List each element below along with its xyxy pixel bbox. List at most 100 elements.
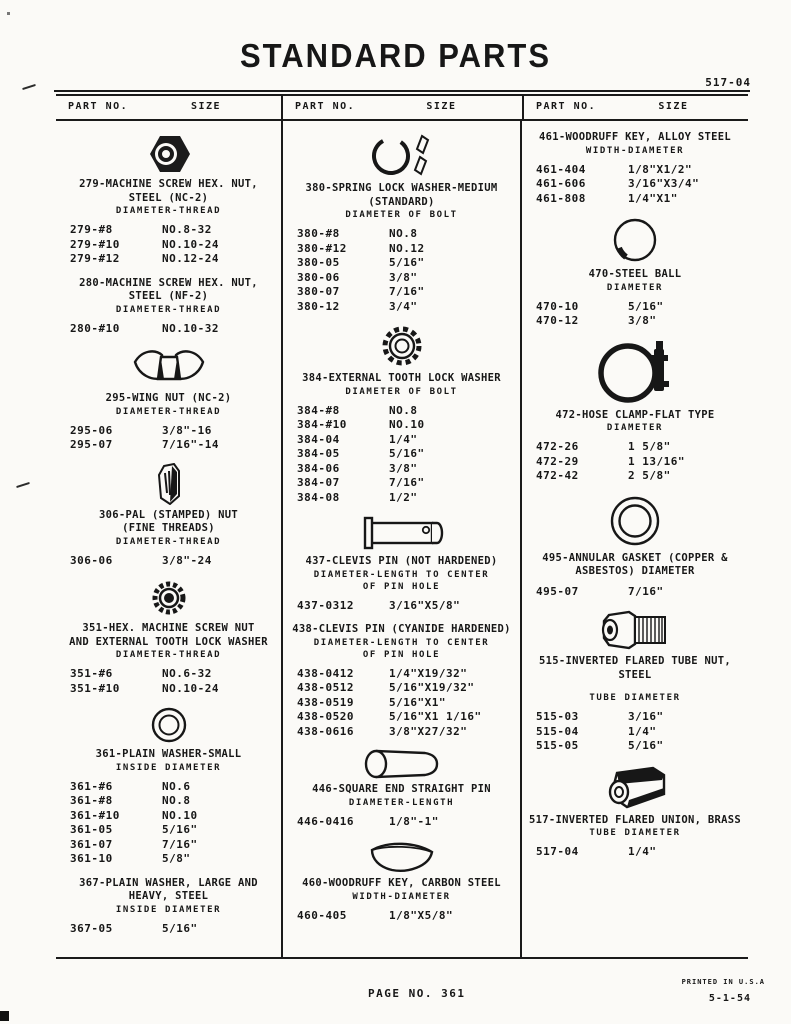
part-number: 280-#10 [70,321,120,335]
part-number: 384-07 [297,476,340,489]
part-number: 438-0616 [297,724,354,738]
group-title: 460-WOODRUFF KEY, CARBON STEEL [302,877,501,889]
part-size: 1/4" [628,845,657,858]
part-no-header: PART NO. [68,101,129,112]
group-title: AND EXTERNAL TOOTH LOCK WASHER [69,635,268,648]
part-size: 5/16"X1" [389,695,446,709]
group-title: 446-SQUARE END STRAIGHT PIN [312,783,491,795]
part-size: 1/8"X1/2" [628,162,693,176]
part-size: 3/8"-16 [162,423,212,437]
part-size: 1/8"-1" [389,814,439,828]
part-group: 437-CLEVIS PIN (NOT HARDENED)DIAMETER-LE… [283,515,520,613]
part-size: 5/16" [162,823,198,836]
part-size: 1/4"X19/32" [389,666,468,680]
table-header-row: PART NO. SIZE PART NO. SIZE PART NO. SIZ… [56,96,748,121]
part-number: 437-0312 [297,598,354,612]
scan-artifact [7,12,10,15]
flared-union-icon [522,764,748,810]
group-subtitle: DIAMETER-THREAD [115,406,222,417]
parts-column-2: 380-SPRING LOCK WASHER-MEDIUM(STANDARD)D… [281,121,520,957]
part-number: 515-03 [536,710,579,723]
group-title: 515-INVERTED FLARED TUBE NUT, [538,655,732,667]
column-header: PART NO. SIZE [56,96,281,119]
part-number: 384-06 [297,461,340,475]
group-title: 495-ANNULAR GASKET (COPPER & [542,551,728,564]
group-subtitle: OF PIN HOLE [362,581,441,592]
part-row: 361-#6 NO.6 [56,780,281,795]
part-group: 438-CLEVIS PIN (CYANIDE HARDENED)DIAMETE… [283,623,520,739]
part-number: 295-07 [70,438,113,451]
part-group: 306-PAL (STAMPED) NUT(FINE THREADS)DIAME… [56,462,281,569]
part-size: NO.10 [162,808,198,822]
part-number: 351-#10 [70,681,120,695]
group-subtitle: DIAMETER OF BOLT [345,210,458,220]
part-size: 3/8"-24 [162,553,212,567]
group-subtitle: DIAMETER-THREAD [115,536,222,547]
group-title: STEEL (NC-2) [128,191,209,204]
part-number: 438-0412 [297,666,354,680]
size-header: SIZE [191,101,222,112]
part-size: 3/8"X27/32" [389,724,468,738]
clevis-pin-icon [283,515,520,551]
part-number: 470-10 [536,299,579,313]
part-row: 438-0520 5/16"X1 1/16" [283,710,520,725]
part-size: 3/16"X3/4" [628,177,700,190]
part-size: NO.6 [162,779,191,793]
group-subtitle: OF PIN HOLE [362,649,441,660]
part-size: 2 5/8" [628,469,671,482]
part-size: 3/8" [389,270,418,284]
part-size: 5/16" [162,921,198,935]
printed-in-label: PRINTED IN U.S.A [681,978,765,986]
group-title: ASBESTOS) DIAMETER [575,565,695,577]
part-size: NO.12-24 [162,252,219,265]
part-no-header: PART NO. [295,101,356,112]
part-size: 1 5/8" [628,440,671,453]
spring-lock-washer-icon [283,134,520,178]
group-subtitle: DIAMETER-LENGTH TO CENTER [313,637,490,648]
woodruff-key-icon [283,839,520,873]
part-row: 361-05 5/16" [56,823,281,838]
part-number: 361-#6 [70,779,113,793]
straight-pin-icon [283,749,520,779]
part-size: 5/16"X1 1/16" [389,710,482,723]
part-size: 7/16" [628,584,664,598]
group-subtitle: INSIDE DIAMETER [115,904,222,915]
part-size: 5/16" [389,256,425,269]
part-size: 1/2" [389,490,418,504]
group-subtitle: DIAMETER-THREAD [115,650,222,660]
part-rows: 437-0312 3/16"X5/8" [283,599,520,614]
group-title: 280-MACHINE SCREW HEX. NUT, [79,276,258,289]
part-number: 515-05 [536,739,579,752]
part-number: 361-07 [70,837,113,851]
part-number: 361-05 [70,823,113,836]
doc-number: 517-04 [705,76,751,89]
part-size: 3/16"X5/8" [389,598,461,612]
part-number: 380-12 [297,299,340,313]
part-number: 438-0520 [297,710,354,723]
